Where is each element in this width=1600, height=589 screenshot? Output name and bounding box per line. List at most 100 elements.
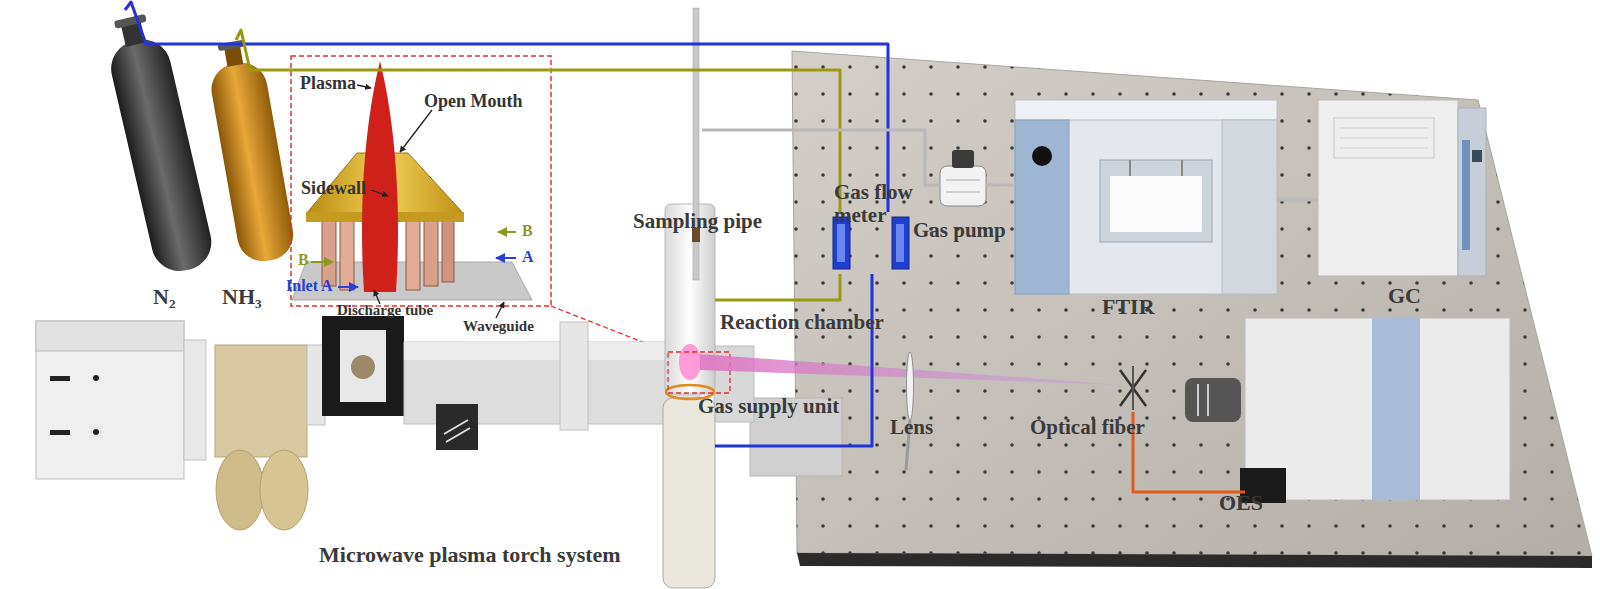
gc-body bbox=[1318, 100, 1458, 276]
n2-gas-line bbox=[125, 2, 888, 212]
flange bbox=[560, 322, 588, 430]
power-supply-box bbox=[36, 321, 184, 479]
inlet-label: B bbox=[522, 222, 533, 240]
inlet-label: B bbox=[298, 251, 309, 269]
flow-meter-face bbox=[837, 224, 845, 262]
flow-meter-face bbox=[896, 224, 904, 262]
lens-tube-rib bbox=[1197, 384, 1199, 416]
gc-grille-line bbox=[1340, 148, 1428, 149]
inset-frame bbox=[291, 56, 551, 306]
gc-grille-line bbox=[1340, 138, 1428, 139]
gc-grille bbox=[1334, 118, 1434, 158]
reaction-chamber: Reaction chamber bbox=[665, 204, 715, 394]
waveguide-top bbox=[404, 342, 700, 360]
leader-line bbox=[374, 290, 380, 304]
circulator-port bbox=[216, 450, 264, 530]
lens bbox=[907, 352, 914, 420]
optical-fiber: Optical fiber bbox=[1115, 368, 1149, 412]
inlet-arrow bbox=[338, 286, 358, 288]
inlet-arrow bbox=[496, 257, 516, 259]
gas-cylinder: N₂ bbox=[100, 10, 220, 280]
ftir-spectrometer: FTIR bbox=[1015, 98, 1277, 294]
ftir-port bbox=[1032, 146, 1052, 166]
leader-line bbox=[400, 110, 432, 152]
plasma-flame bbox=[362, 61, 398, 292]
inlet-label: A bbox=[522, 248, 534, 266]
circulator-port bbox=[260, 450, 308, 530]
leader-line bbox=[496, 302, 504, 318]
fiber-holder bbox=[1132, 366, 1134, 410]
ftir-panel bbox=[1015, 120, 1069, 294]
gas-cylinder-body bbox=[207, 59, 297, 266]
node-label: NH₃ bbox=[222, 285, 262, 309]
sample-tube bbox=[1277, 199, 1318, 202]
cylinder-valve bbox=[114, 14, 147, 29]
ftir-top bbox=[1015, 100, 1277, 122]
node-label: Gas supply unit bbox=[698, 395, 839, 418]
table-holes bbox=[792, 51, 1592, 556]
pump-motor bbox=[952, 150, 974, 168]
tuner-flange bbox=[322, 316, 404, 416]
part-label: Waveguide bbox=[463, 318, 534, 335]
gas-supply-column bbox=[663, 398, 715, 588]
oes-band bbox=[1372, 318, 1420, 500]
ftir-body bbox=[1015, 120, 1277, 294]
leader-line bbox=[371, 190, 388, 196]
gc-display bbox=[1472, 150, 1482, 162]
node-label: Sampling pipe bbox=[633, 210, 762, 233]
sampling-pipe: Sampling pipe bbox=[690, 20, 702, 280]
sample-tube bbox=[702, 130, 940, 185]
part-label: Open Mouth bbox=[424, 92, 523, 112]
ftir-side bbox=[1222, 120, 1277, 294]
plasma-glow bbox=[679, 344, 701, 380]
gc-strip bbox=[1462, 140, 1470, 250]
node-label: GC bbox=[1388, 284, 1421, 308]
nh3-gas-line bbox=[236, 30, 840, 212]
pump-body bbox=[940, 166, 986, 206]
detector-box bbox=[436, 404, 478, 450]
oes-lens-tube bbox=[1185, 378, 1241, 422]
flow-meter bbox=[892, 217, 909, 269]
inlet-arrow bbox=[311, 261, 333, 263]
part-label: Lens bbox=[890, 416, 933, 439]
optical-fiber-cable bbox=[1133, 412, 1245, 492]
flange bbox=[184, 340, 206, 460]
system-title: Microwave plasma torch system bbox=[319, 543, 621, 567]
part-label: Sidewall bbox=[301, 179, 366, 199]
gas-cylinder-body bbox=[106, 34, 217, 276]
tuner-knob bbox=[351, 355, 375, 379]
gas-flow-meter: Gas flow meter bbox=[828, 212, 914, 274]
gas-pump: Gas pump bbox=[940, 158, 986, 210]
node-label: Gas pump bbox=[913, 219, 1006, 242]
optical-table bbox=[792, 51, 1592, 556]
knob bbox=[93, 375, 99, 381]
tuner-window bbox=[340, 330, 386, 402]
pump-rib bbox=[946, 192, 980, 193]
sampling-rod bbox=[693, 8, 699, 280]
table-edge bbox=[797, 553, 1592, 568]
slot bbox=[50, 430, 70, 435]
nh3-gas-line bbox=[715, 274, 840, 300]
part-label: Discharge tube bbox=[337, 302, 433, 319]
n2-gas-line bbox=[715, 274, 872, 446]
node-label: FTIR bbox=[1102, 295, 1155, 319]
slot bbox=[50, 376, 70, 381]
gas-cylinder: NH₃ bbox=[215, 40, 285, 265]
circulator bbox=[215, 345, 307, 457]
node-label: Reaction chamber bbox=[720, 311, 884, 334]
lens-tube-rib bbox=[1207, 384, 1209, 416]
knob bbox=[93, 429, 99, 435]
inlet-arrow bbox=[498, 231, 516, 233]
leader-line bbox=[357, 85, 371, 88]
gas-supply-unit: Gas supply unit bbox=[663, 398, 715, 588]
cell-port bbox=[1129, 160, 1131, 176]
gas-chromatograph: GC bbox=[1318, 100, 1486, 276]
inlet-label: Inlet A bbox=[286, 277, 333, 295]
cell-port bbox=[1181, 160, 1183, 176]
gc-grille-line bbox=[1340, 128, 1428, 129]
node-label: Optical fiber bbox=[1030, 416, 1145, 439]
node-label: OES bbox=[1219, 491, 1263, 515]
part-label: Plasma bbox=[300, 74, 356, 94]
node-label: N₂ bbox=[153, 285, 175, 309]
detector-mark bbox=[446, 428, 470, 442]
